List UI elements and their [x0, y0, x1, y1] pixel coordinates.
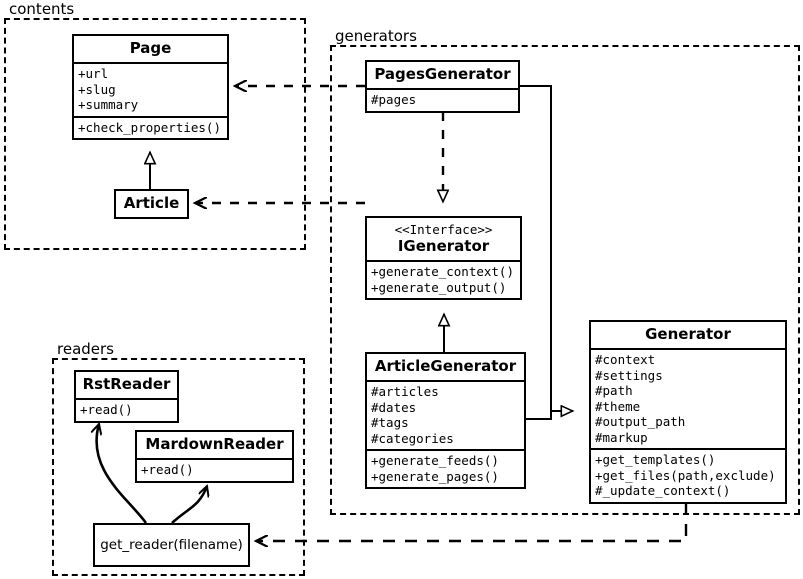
class-stereotype-igenerator: <<Interface>>	[394, 222, 493, 237]
class-name-article: Article	[123, 194, 180, 212]
class-methods-generator: +get_templates() +get_files(path,exclude…	[591, 448, 785, 502]
attribute: +summary	[78, 97, 139, 113]
attribute: #theme	[595, 398, 641, 414]
class-box-article-generator[interactable]: ArticleGenerator #articles #dates #tags …	[365, 352, 526, 490]
attribute: #articles	[371, 384, 439, 400]
package-contents-label: contents	[6, 1, 78, 18]
method: +get_templates()	[595, 452, 716, 468]
function-label-get-reader: get_reader(filename)	[100, 537, 243, 553]
method: +get_files(path,exclude)	[595, 467, 776, 483]
method: +generate_feeds()	[371, 453, 499, 469]
package-readers-label: readers	[54, 341, 117, 358]
attribute: #output_path	[595, 414, 686, 430]
attribute: #context	[595, 352, 656, 368]
class-title-igenerator: IGenerator	[397, 237, 490, 255]
attribute: #settings	[595, 367, 663, 383]
class-methods-mardown-reader: +read()	[137, 458, 292, 481]
method: +generate_context()	[371, 264, 514, 280]
attribute: +slug	[78, 81, 116, 97]
class-box-generator[interactable]: Generator #context #settings #path #them…	[589, 320, 787, 504]
class-box-pages-generator[interactable]: PagesGenerator #pages	[365, 60, 520, 113]
attribute: +url	[78, 66, 109, 82]
class-name-pages-generator: PagesGenerator	[374, 65, 511, 83]
class-name-generator: Generator	[645, 325, 731, 343]
method: +read()	[80, 402, 133, 418]
class-name-igenerator: <<Interface>> IGenerator	[367, 218, 520, 260]
class-methods-rst-reader: +read()	[76, 398, 177, 421]
class-attributes-generator: #context #settings #path #theme #output_…	[591, 348, 785, 448]
class-methods-article-generator: +generate_feeds() +generate_pages()	[367, 449, 524, 487]
method: +read()	[141, 462, 194, 478]
attribute: #markup	[595, 429, 648, 445]
class-box-igenerator[interactable]: <<Interface>> IGenerator +generate_conte…	[365, 216, 522, 301]
class-name-rst-reader: RstReader	[82, 375, 171, 393]
package-contents	[4, 18, 306, 250]
attribute: #tags	[371, 415, 409, 431]
class-attributes-pages-generator: #pages	[367, 88, 518, 111]
attribute: #dates	[371, 399, 417, 415]
attribute: #categories	[371, 430, 454, 446]
class-name-mardown-reader: MardownReader	[145, 435, 284, 453]
method: #_update_context()	[595, 483, 731, 499]
class-name-page: Page	[129, 39, 172, 57]
class-box-rst-reader[interactable]: RstReader +read()	[74, 370, 179, 423]
method: +generate_output()	[371, 279, 507, 295]
class-attributes-article-generator: #articles #dates #tags #categories	[367, 380, 524, 449]
package-readers	[52, 358, 305, 576]
class-box-mardown-reader[interactable]: MardownReader +read()	[135, 430, 294, 483]
class-box-article[interactable]: Article	[114, 189, 189, 220]
attribute: #pages	[371, 92, 417, 108]
method: +check_properties()	[78, 119, 221, 135]
class-name-article-generator: ArticleGenerator	[374, 357, 517, 375]
attribute: #path	[595, 383, 633, 399]
class-attributes-page: +url +slug +summary	[74, 62, 227, 116]
class-methods-igenerator: +generate_context() +generate_output()	[367, 260, 520, 298]
class-box-page[interactable]: Page +url +slug +summary +check_properti…	[72, 34, 229, 141]
function-box-get-reader[interactable]: get_reader(filename)	[93, 523, 250, 567]
package-generators-label: generators	[332, 28, 420, 45]
method: +generate_pages()	[371, 468, 499, 484]
class-methods-page: +check_properties()	[74, 115, 227, 139]
